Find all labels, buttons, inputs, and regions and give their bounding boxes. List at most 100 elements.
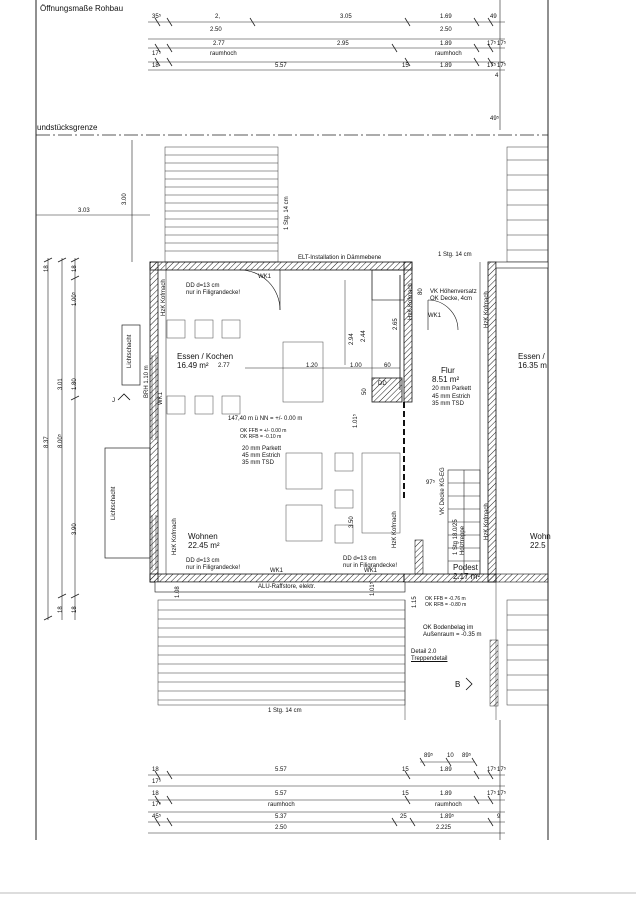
room-area: 16.49 m² (177, 361, 209, 370)
dd-note: nur in Filigrandecke! (343, 563, 398, 569)
top-dim: 3.05 (340, 14, 352, 20)
detail-ref: Detail 2.0 (411, 649, 437, 655)
room-area: 2.17 m² (453, 572, 481, 581)
room-name: Wohnen (188, 532, 218, 541)
top-dim: 17⁵ (152, 51, 162, 57)
dim-label: 49⁵ (490, 116, 500, 122)
top-dim: 35⁵ (152, 14, 162, 20)
dd-note: DD d=13 cm (343, 556, 377, 562)
dim-label: 3.00 (122, 193, 128, 205)
bottom-dim: 15 (402, 767, 409, 773)
dim-label: 2.77 (218, 363, 230, 369)
top-dim: 18 (152, 63, 159, 69)
bottom-dim: 17⁵ (152, 779, 162, 785)
bottom-dim: raumhoch (435, 802, 462, 808)
drawing-title: Öffnungsmaße Rohbau (40, 4, 124, 13)
top-dim: 5.57 (275, 63, 287, 69)
bottom-dim: 1.89 (440, 791, 452, 797)
level-note: OK FFB = +/- 0.00 m (240, 428, 287, 434)
door-swings (239, 269, 459, 331)
dim-label: 89⁵ (462, 753, 472, 759)
room-name: Essen / (518, 352, 545, 361)
floor-layer: 45 mm Estrich (242, 453, 281, 459)
bottom-dim: 15 (402, 791, 409, 797)
top-dim: 4 (495, 73, 499, 79)
building-walls (149, 261, 549, 593)
dim-label: 3.03 (78, 208, 90, 214)
bottom-dim: 2.225 (436, 825, 452, 831)
light-wells (104, 324, 151, 559)
terrace-top (164, 146, 549, 263)
hzk-label: HzK Kofmach (484, 503, 490, 540)
dim-label: 1.15 (412, 596, 418, 608)
hzk-label: HzK Kofmach (484, 291, 490, 328)
dim-label: 97⁵ (426, 480, 436, 486)
left-dim: 18 (72, 265, 78, 272)
left-dim: 18 (58, 606, 64, 613)
room-name: Essen / Kochen (177, 352, 234, 361)
left-dim: 3.90 (72, 523, 78, 535)
floor-layer: 45 mm Estrich (432, 394, 471, 400)
dim-label: 2.65 (393, 318, 399, 330)
stair-run: 1 Stg 18.0/25 (453, 519, 459, 555)
level-note: OK RFB = -0.80 m (425, 602, 467, 608)
top-dim: 1.89 (440, 41, 452, 47)
left-dim: 3.01 (58, 378, 64, 390)
bottom-dim: 45⁵ (152, 814, 162, 820)
window-left (151, 355, 157, 570)
lightwell-label: Lichtschacht (111, 486, 117, 520)
detail-ref: Treppendetail (411, 656, 448, 662)
hzk-label: HzK Kofmach (392, 511, 398, 548)
room-area: 22.45 m² (188, 541, 220, 550)
floor-layer: 35 mm TSD (432, 401, 464, 407)
top-dim: 49 (490, 14, 497, 20)
bottom-dimension-lines (148, 720, 505, 840)
elt-note: ELT-Installation in Dämmebene (298, 255, 382, 261)
dim-label: 1.00 (350, 363, 362, 369)
wk-label: WK1 (364, 568, 378, 574)
bottom-dim: 17⁵ (497, 767, 507, 773)
room-name: Podest (453, 563, 478, 572)
section-marks (117, 393, 473, 691)
level-note: 147,40 m ü NN = +/- 0.00 m (228, 416, 303, 422)
top-dim: 2.50 (210, 27, 222, 33)
level-note: OK FFB = -0.76 m (425, 596, 466, 602)
dim-label: 80 (418, 288, 424, 295)
dim-label: 50 (362, 388, 368, 395)
wk-label: WK1 (158, 391, 164, 405)
dim-label: 1.08 (175, 586, 181, 598)
bottom-dim: raumhoch (268, 802, 295, 808)
dim-label: 89⁵ (424, 753, 434, 759)
top-dim: 2.95 (337, 41, 349, 47)
room-name: Wohn (530, 532, 551, 541)
bottom-dim: 18 (152, 767, 159, 773)
wk-label: WK1 (428, 313, 442, 319)
bottom-dim: 1.89⁵ (440, 814, 455, 820)
hzk-label: HzK Kofmach (408, 283, 414, 320)
left-dim: 18 (72, 606, 78, 613)
dd-note: nur in Filigrandecke! (186, 565, 241, 571)
room-area: 22.5 (530, 541, 546, 550)
sill-height: BRH 1.10 m (144, 365, 150, 398)
dd-small: DD (378, 381, 387, 387)
bottom-dim: 18 (152, 791, 159, 797)
section-mark-j: J (112, 398, 115, 404)
room-name: Flur (441, 366, 455, 375)
top-dim: 17⁵ (497, 63, 507, 69)
hzk-label: HzK Kofmach (161, 279, 167, 316)
property-boundary-label: undstücksgrenze (37, 123, 98, 132)
vk-note: OK Decke, 4cm (430, 296, 473, 302)
top-dim: 1.69 (440, 14, 452, 20)
room-area: 8.51 m² (432, 375, 460, 384)
dim-label: 2.94 (349, 333, 355, 345)
stair-step-label: 1 Stg. 14 cm (438, 252, 472, 258)
floor-layer: 20 mm Parkett (242, 446, 282, 452)
top-dim: 17⁵ (497, 41, 507, 47)
kitchen-furniture (166, 270, 401, 544)
top-dim: 1.89 (440, 63, 452, 69)
top-dim: 17⁵ (487, 41, 497, 47)
bottom-dim: 5.57 (275, 767, 287, 773)
wk-label: WK1 (258, 274, 272, 280)
